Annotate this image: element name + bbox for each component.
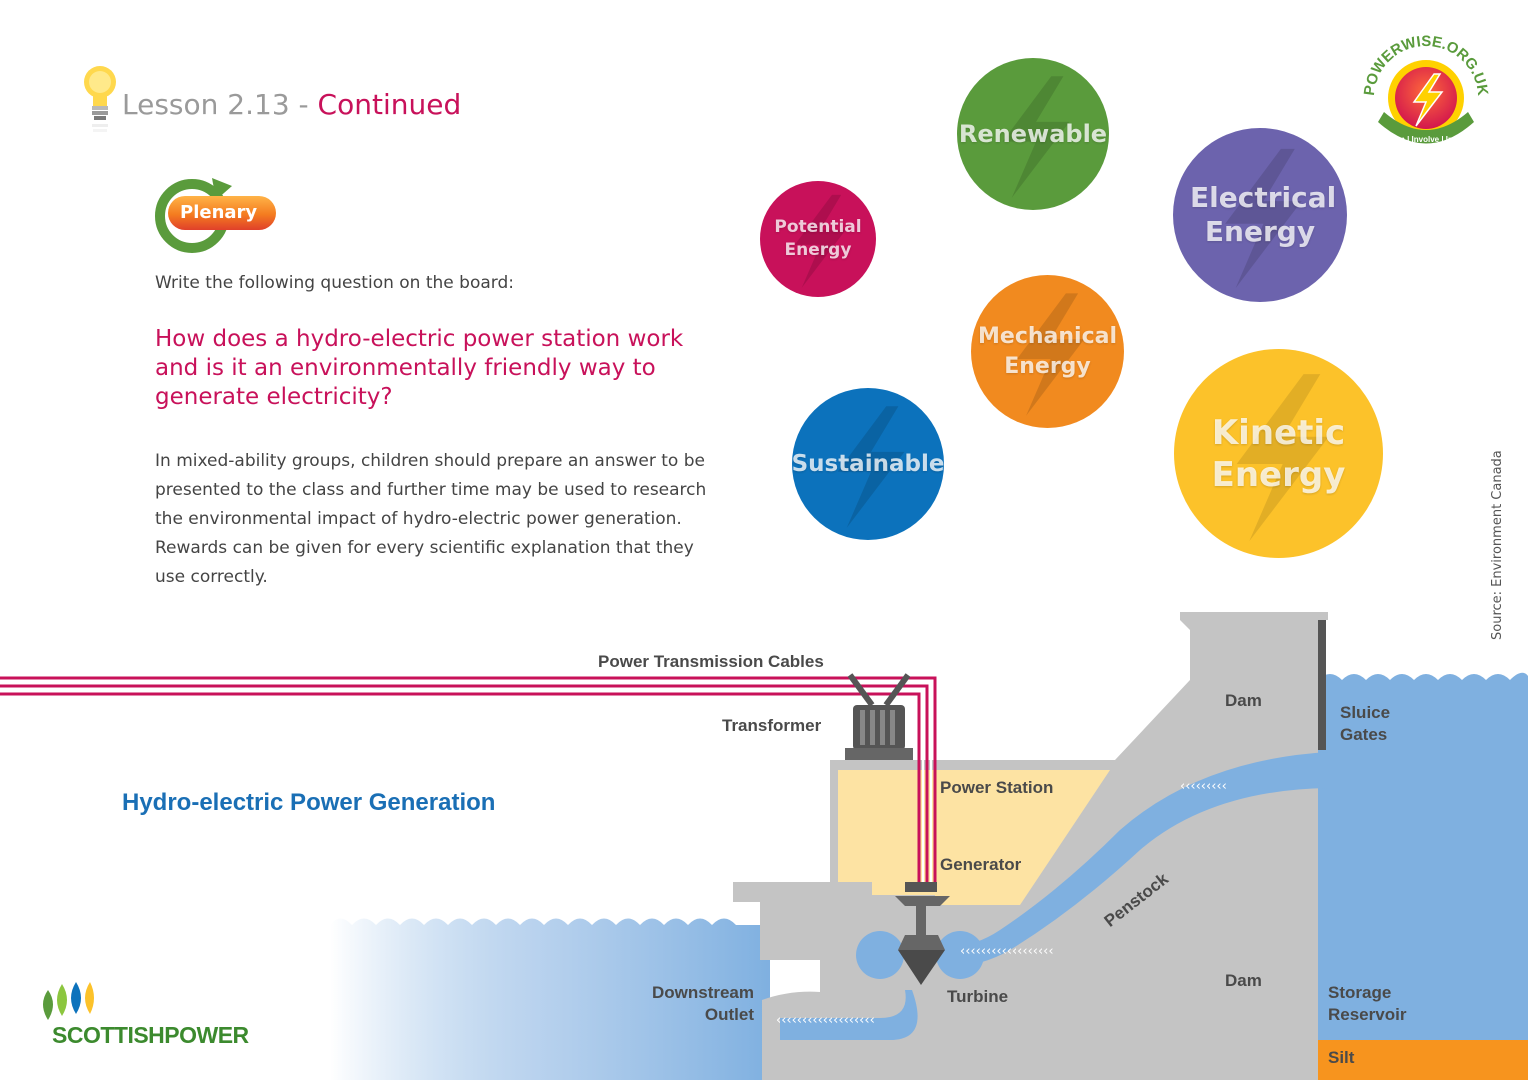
bubble-sustainable: Sustainable [792, 388, 944, 540]
flow-arrows: ‹‹‹‹‹‹‹‹‹ [1180, 779, 1227, 794]
label-power-station: Power Station [940, 778, 1054, 797]
turbine-housing-right [936, 931, 984, 979]
sluice-gate [1318, 620, 1326, 750]
inlet-arrows: ‹‹‹‹‹‹‹‹‹‹‹‹‹‹‹‹‹‹ [960, 944, 1054, 959]
source-credit: Source: Environment Canada [1490, 450, 1505, 640]
lesson-number: Lesson 2.13 - [122, 88, 318, 121]
outlet-arrows: ‹‹‹‹‹‹‹‹‹‹‹‹‹‹‹‹‹‹‹ [776, 1013, 875, 1028]
question-text: How does a hydro-electric power station … [155, 326, 684, 410]
logo-tagline: Inform | Involve | Inspire [1380, 135, 1473, 144]
transmission-cables [0, 676, 937, 882]
bubble-renewable: Renewable [957, 58, 1109, 210]
bubble-mechanical-energy: Mechanical Energy [971, 275, 1124, 428]
transformer-icon [845, 673, 913, 760]
dam-body [733, 612, 1328, 1080]
turbine-housing-left [856, 931, 904, 979]
label-dam-bottom: Dam [1225, 971, 1262, 990]
light-bulb-icon [84, 66, 116, 132]
label-turbine: Turbine [947, 987, 1009, 1006]
label-transformer: Transformer [722, 716, 822, 735]
bolt-icon [1016, 293, 1085, 416]
label-storage-reservoir: Storage Reservoir [1328, 983, 1407, 1024]
label-dam-top: Dam [1225, 691, 1262, 710]
generator-shaft-top [905, 882, 937, 892]
bubble-electrical-energy: Electrical Energy [1173, 128, 1347, 302]
label-sluice-gates: Sluice Gates [1340, 703, 1391, 744]
label-penstock: Penstock [1100, 869, 1172, 931]
label-cables: Power Transmission Cables [598, 652, 824, 671]
bolt-icon [1225, 148, 1302, 289]
lesson-status: Continued [317, 88, 462, 121]
bolt-icon [794, 194, 846, 288]
scottishpower-wordmark: SCOTTISHPOWER [52, 1022, 249, 1048]
bolt-icon [837, 406, 905, 528]
turbine-runner [898, 950, 945, 985]
scottishpower-leaf-icon [43, 982, 94, 1020]
lesson-title: Lesson 2.13 - Continued [122, 88, 461, 121]
powerwise-logo: POWERWISE.ORG.UK Inform | Involve | Insp… [1361, 33, 1491, 144]
label-generator: Generator [940, 855, 1022, 874]
bubble-potential-energy: Potential Energy [760, 181, 876, 297]
bolt-icon [1002, 76, 1070, 198]
bubble-kinetic-energy: Kinetic Energy [1174, 349, 1383, 558]
instruction-text: Write the following question on the boar… [155, 273, 514, 293]
diagram-title: Hydro-electric Power Generation [122, 789, 496, 816]
outlet-pipe [780, 990, 918, 1040]
label-silt: Silt [1328, 1048, 1355, 1067]
body-text: In mixed-ability groups, children should… [155, 451, 707, 587]
turbine-shaft [916, 906, 926, 936]
plenary-label: Plenary [168, 196, 276, 230]
label-downstream-outlet: Downstream Outlet [651, 983, 754, 1024]
bolt-icon [1236, 374, 1329, 542]
